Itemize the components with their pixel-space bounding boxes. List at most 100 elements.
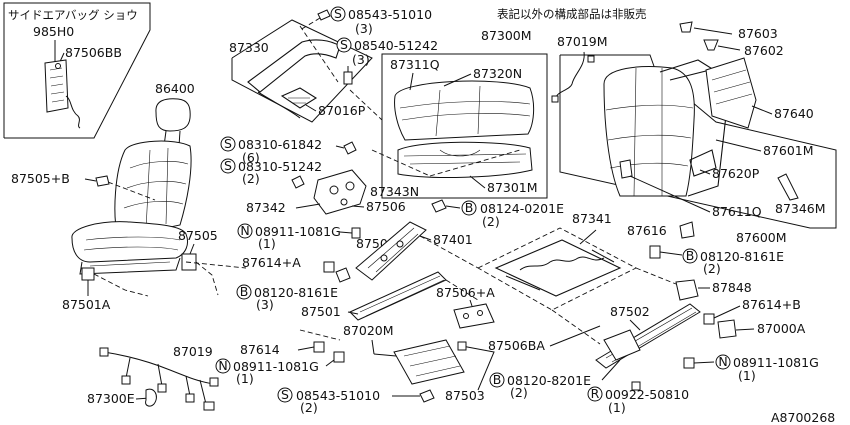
- fastener-code: S: [340, 37, 348, 52]
- fastener-code-badge: N: [715, 354, 731, 370]
- fastener-number: 08120-8201E: [507, 373, 591, 388]
- wire-harness-illustration: [99, 347, 219, 411]
- part-label-87000A: 87000A: [757, 321, 806, 336]
- fastener-number: 08124-0201E: [480, 201, 564, 216]
- part-label-87019M: 87019M: [557, 34, 608, 49]
- fastener-number: 00922-50810: [605, 387, 689, 402]
- fastener-code-badge: B: [236, 284, 252, 300]
- harness-illustration: [555, 51, 585, 99]
- part-label-87620P: 87620P: [712, 166, 760, 181]
- lower-rail-left-illustration: [349, 271, 447, 321]
- fastener-code-badge: S: [330, 6, 346, 22]
- clip-illustration: [145, 388, 157, 407]
- part-label-87614A: 87614+A: [242, 255, 301, 270]
- bolt-illustration: [419, 389, 435, 403]
- fastener-qty: (2): [510, 385, 528, 400]
- inset-title: サイドエアバッグ ショウ: [8, 8, 138, 22]
- seat-rail-right-illustration: [595, 303, 701, 369]
- part-label-87603: 87603: [738, 26, 778, 41]
- part-label-86400: 86400: [155, 81, 195, 96]
- not-sold-note: 表記以外の構成部品は非販売: [497, 7, 647, 21]
- part-label-87506: 87506: [366, 199, 406, 214]
- seat-rail-left-illustration: [355, 221, 427, 281]
- cable-illustration: [461, 345, 495, 391]
- part-label-87611Q: 87611Q: [712, 204, 762, 219]
- fastener-code: B: [686, 248, 695, 263]
- part-label-87342: 87342: [246, 200, 286, 215]
- part-label-87848: 87848: [712, 280, 752, 295]
- fastener-qty: (1): [258, 236, 276, 251]
- fastener-code: B: [465, 200, 474, 215]
- fastener-code-badge: N: [237, 223, 253, 239]
- part-label-87016P: 87016P: [318, 103, 366, 118]
- clip-illustration: [679, 21, 693, 33]
- fastener-code-badge: S: [220, 158, 236, 174]
- fastener-code: S: [224, 136, 232, 151]
- fastener-code: S: [334, 6, 342, 21]
- fastener-code-badge: B: [461, 200, 477, 216]
- fastener-code-badge: B: [682, 248, 698, 264]
- part-label-87614B: 87614+B: [742, 297, 801, 312]
- part-label-87640: 87640: [774, 106, 814, 121]
- bolt-illustration: [291, 175, 305, 189]
- part-label-87301M: 87301M: [487, 180, 538, 195]
- seat-cushion-box: [381, 53, 548, 199]
- fastener-code: N: [218, 358, 227, 373]
- fastener-qty: (1): [608, 400, 626, 415]
- nut-illustration: [351, 227, 361, 239]
- fastener-qty: (3): [352, 52, 370, 67]
- fastener-code: S: [281, 387, 289, 402]
- part-label-87300E: 87300E: [87, 391, 135, 406]
- seatback-frame-illustration: [231, 19, 373, 123]
- part-label-87300M: 87300M: [481, 28, 532, 43]
- fastener-qty: (2): [703, 261, 721, 276]
- fastener-number: 08120-8161E: [254, 285, 338, 300]
- recliner-bracket-illustration: [313, 169, 367, 215]
- fastener-number: 08911-1081G: [233, 359, 319, 374]
- screw-illustration: [343, 141, 357, 155]
- part-label-87505: 87505: [178, 228, 218, 243]
- seatback-illustration: [603, 57, 757, 197]
- drawing-id: A8700268: [771, 410, 835, 425]
- cover-illustration: [675, 279, 699, 301]
- part-label-87506BB: 87506BB: [65, 45, 122, 60]
- part-label-87600M: 87600M: [736, 230, 787, 245]
- knob-illustration: [717, 319, 737, 339]
- fastener-number: 08543-51010: [296, 388, 380, 403]
- fastener-code-badge: N: [215, 358, 231, 374]
- fastener-code-badge: S: [220, 136, 236, 152]
- bolt-illustration: [335, 267, 351, 283]
- rivet-illustration: [631, 381, 641, 391]
- fastener-code: N: [718, 354, 727, 369]
- fastener-number: 08120-8161E: [700, 249, 784, 264]
- lever-illustration: [777, 173, 799, 201]
- fastener-code: B: [240, 284, 249, 299]
- airbag-module-illustration: [44, 59, 81, 129]
- part-label-87343N: 87343N: [370, 184, 419, 199]
- side-airbag-inset: サイドエアバッグ ショウ 985H0 87506BB: [3, 2, 151, 139]
- part-label-87341: 87341: [572, 211, 612, 226]
- fastener-number: 08911-1081G: [255, 224, 341, 239]
- fastener-qty: (3): [256, 297, 274, 312]
- fastener-number: 08310-61842: [238, 137, 322, 152]
- cover-panel-illustration: [393, 339, 465, 385]
- slide-lock-illustration: [453, 303, 495, 329]
- fastener-qty: (6): [242, 150, 260, 165]
- fastener-code-badge: S: [336, 37, 352, 53]
- bolt-illustration: [649, 245, 661, 259]
- fastener-number: 08310-51242: [238, 159, 322, 174]
- part-label-87320N: 87320N: [473, 66, 522, 81]
- part-label-87616: 87616: [627, 223, 667, 238]
- fastener-number: 08911-1081G: [733, 355, 819, 370]
- fastener-code: R: [591, 386, 600, 401]
- fastener-qty: (1): [738, 368, 756, 383]
- bracket-illustration: [679, 221, 695, 239]
- part-label-87503: 87503: [445, 388, 485, 403]
- washer-illustration: [323, 261, 335, 273]
- part-label-87330: 87330: [229, 40, 269, 55]
- part-label-87602: 87602: [744, 43, 784, 58]
- part-label-87501A: 87501A: [62, 297, 111, 312]
- fastener-code: B: [493, 372, 502, 387]
- bolt-illustration: [431, 199, 447, 213]
